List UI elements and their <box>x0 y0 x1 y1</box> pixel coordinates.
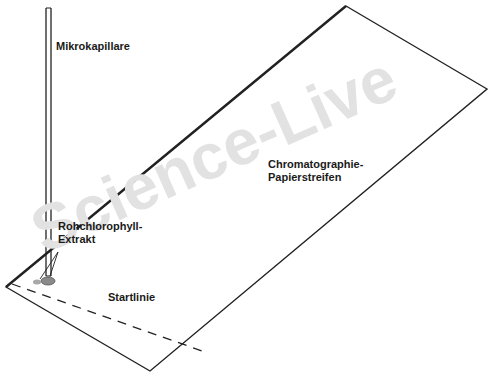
start-line <box>12 284 205 352</box>
part-label: Startlinie <box>108 291 155 304</box>
part-label: Chromatographie-Papierstreifen <box>268 158 380 184</box>
part-label: Rohchlorophyll-Extrakt <box>58 220 158 246</box>
extract-spot <box>41 277 55 285</box>
paper-strip <box>6 6 487 371</box>
extract-spot <box>33 280 41 285</box>
part-label: Mikrokapillare <box>56 40 130 53</box>
capillary-top <box>46 8 51 9</box>
